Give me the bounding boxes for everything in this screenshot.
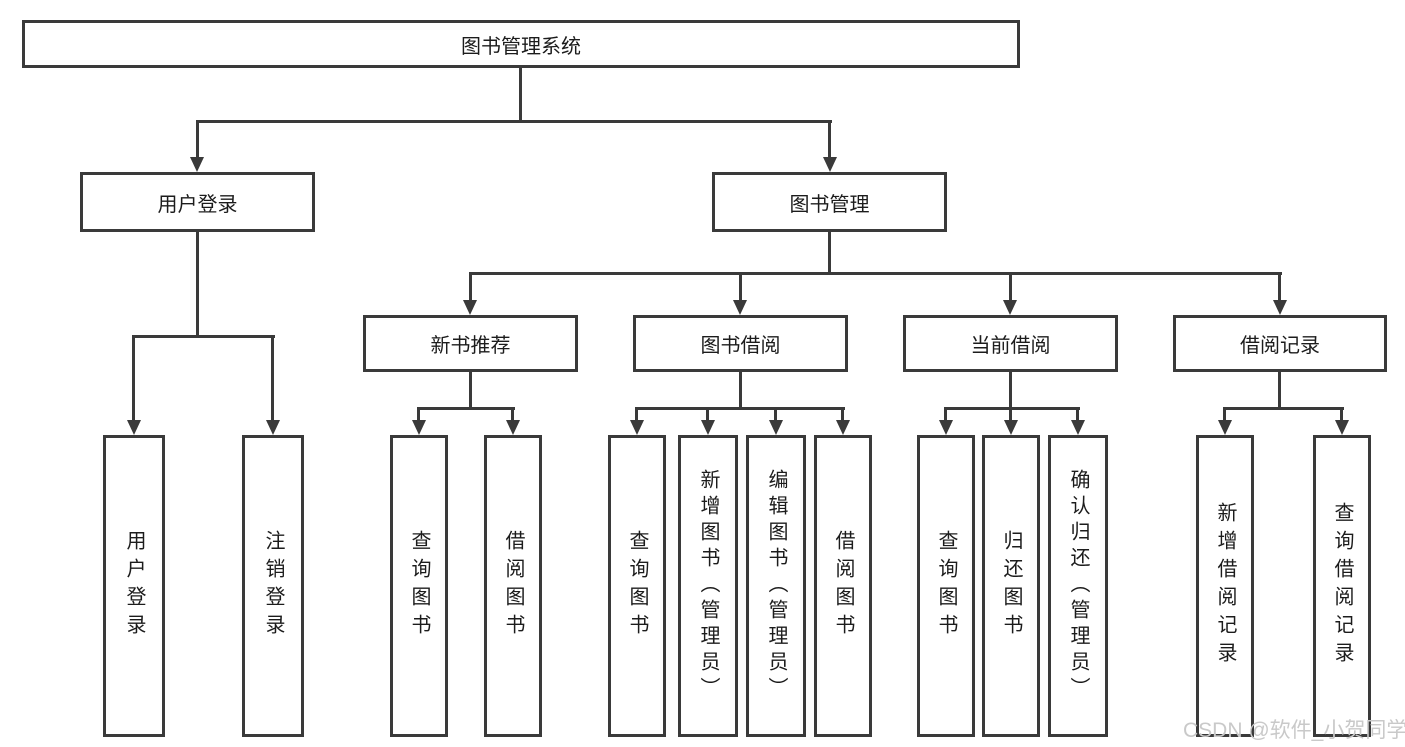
- connector-to-leaf-logout: [271, 335, 274, 421]
- arrowhead-down-icon: [823, 157, 837, 172]
- leaf-nb-query-label: 查询图书: [408, 530, 430, 642]
- arrowhead-down-icon: [1071, 420, 1085, 435]
- arrowhead-down-icon: [1004, 420, 1018, 435]
- leaf-bb-edit-label: 编辑图书（管理员）: [765, 469, 787, 703]
- connector-book-borrow-bus: [636, 407, 845, 410]
- leaf-br-add: 新增借阅记录: [1196, 435, 1254, 737]
- leaf-bb-borrow-label: 借阅图书: [832, 530, 854, 642]
- arrowhead-down-icon: [733, 300, 747, 315]
- arrowhead-down-icon: [1273, 300, 1287, 315]
- node-root-label: 图书管理系统: [461, 35, 581, 58]
- csdn-watermark: CSDN @软件_小贺同学: [1183, 719, 1405, 742]
- arrowhead-down-icon: [127, 420, 141, 435]
- connector-current-borrow-stub: [1009, 372, 1012, 409]
- connector-to-leaf: [774, 407, 777, 422]
- node-user-login-label: 用户登录: [157, 193, 238, 216]
- connector-root-bus: [196, 120, 832, 123]
- arrowhead-down-icon: [630, 420, 644, 435]
- arrowhead-down-icon: [266, 420, 280, 435]
- leaf-bb-borrow: 借阅图书: [814, 435, 872, 737]
- node-book-borrow-label: 图书借阅: [700, 335, 781, 357]
- connector-borrow-records-stub: [1278, 372, 1281, 409]
- connector-to-new-book: [469, 272, 472, 302]
- connector-book-borrow-stub: [739, 372, 742, 409]
- leaf-bb-edit: 编辑图书（管理员）: [746, 435, 806, 737]
- connector-to-book-management: [828, 120, 831, 158]
- node-root: 图书管理系统: [22, 20, 1020, 68]
- arrowhead-down-icon: [412, 420, 426, 435]
- arrowhead-down-icon: [506, 420, 520, 435]
- node-borrow-records: 借阅记录: [1173, 315, 1387, 372]
- leaf-logout-label: 注销登录: [262, 530, 284, 642]
- connector-to-leaf: [1009, 407, 1012, 422]
- connector-book-management-bus: [469, 272, 1282, 275]
- leaf-br-add-label: 新增借阅记录: [1214, 502, 1236, 670]
- connector-user-login-bus: [133, 335, 275, 338]
- leaf-cb-query: 查询图书: [917, 435, 975, 737]
- arrowhead-down-icon: [1335, 420, 1349, 435]
- leaf-cb-confirm: 确认归还（管理员）: [1048, 435, 1108, 737]
- connector-to-current-borrow: [1009, 272, 1012, 302]
- leaf-bb-add-label: 新增图书（管理员）: [697, 469, 719, 703]
- node-borrow-records-label: 借阅记录: [1240, 335, 1320, 357]
- arrowhead-down-icon: [939, 420, 953, 435]
- leaf-nb-borrow: 借阅图书: [484, 435, 542, 737]
- connector-to-leaf: [1076, 407, 1079, 422]
- node-current-borrow: 当前借阅: [903, 315, 1118, 372]
- arrowhead-down-icon: [463, 300, 477, 315]
- leaf-cb-query-label: 查询图书: [935, 530, 957, 642]
- leaf-logout: 注销登录: [242, 435, 304, 737]
- connector-to-user-login: [196, 120, 199, 158]
- leaf-cb-return-label: 归还图书: [1000, 530, 1022, 642]
- leaf-nb-query: 查询图书: [390, 435, 448, 737]
- connector-current-borrow-bus: [945, 407, 1080, 410]
- connector-borrow-records-bus: [1224, 407, 1344, 410]
- connector-new-book-stub: [469, 372, 472, 409]
- arrowhead-down-icon: [769, 420, 783, 435]
- connector-to-leaf: [841, 407, 844, 422]
- leaf-user-login: 用户登录: [103, 435, 165, 737]
- arrowhead-down-icon: [190, 157, 204, 172]
- leaf-bb-add: 新增图书（管理员）: [678, 435, 738, 737]
- connector-to-leaf: [944, 407, 947, 422]
- arrowhead-down-icon: [701, 420, 715, 435]
- connector-to-leaf: [417, 407, 420, 422]
- node-book-borrow: 图书借阅: [633, 315, 848, 372]
- leaf-cb-confirm-label: 确认归还（管理员）: [1067, 469, 1089, 703]
- connector-to-leaf: [511, 407, 514, 422]
- leaf-nb-borrow-label: 借阅图书: [502, 530, 524, 642]
- connector-root-stub: [519, 68, 522, 122]
- connector-to-leaf: [706, 407, 709, 422]
- arrowhead-down-icon: [1218, 420, 1232, 435]
- leaf-bb-query-label: 查询图书: [626, 530, 648, 642]
- node-new-book-recommend-label: 新书推荐: [430, 335, 511, 357]
- connector-user-login-stub: [196, 232, 199, 337]
- connector-to-borrow-records: [1278, 272, 1281, 302]
- leaf-bb-query: 查询图书: [608, 435, 666, 737]
- connector-to-leaf: [1223, 407, 1226, 422]
- leaf-br-query: 查询借阅记录: [1313, 435, 1371, 737]
- leaf-user-login-label: 用户登录: [123, 530, 145, 642]
- arrowhead-down-icon: [1003, 300, 1017, 315]
- connector-to-leaf: [635, 407, 638, 422]
- connector-new-book-bus: [418, 407, 515, 410]
- node-book-management-label: 图书管理: [789, 193, 870, 216]
- arrowhead-down-icon: [836, 420, 850, 435]
- connector-to-leaf-user-login: [132, 335, 135, 421]
- connector-book-management-stub: [828, 232, 831, 274]
- leaf-cb-return: 归还图书: [982, 435, 1040, 737]
- node-user-login: 用户登录: [80, 172, 315, 232]
- node-book-management: 图书管理: [712, 172, 947, 232]
- node-new-book-recommend: 新书推荐: [363, 315, 578, 372]
- node-current-borrow-label: 当前借阅: [970, 335, 1051, 357]
- connector-to-book-borrow: [739, 272, 742, 302]
- leaf-br-query-label: 查询借阅记录: [1331, 502, 1353, 670]
- connector-to-leaf: [1340, 407, 1343, 422]
